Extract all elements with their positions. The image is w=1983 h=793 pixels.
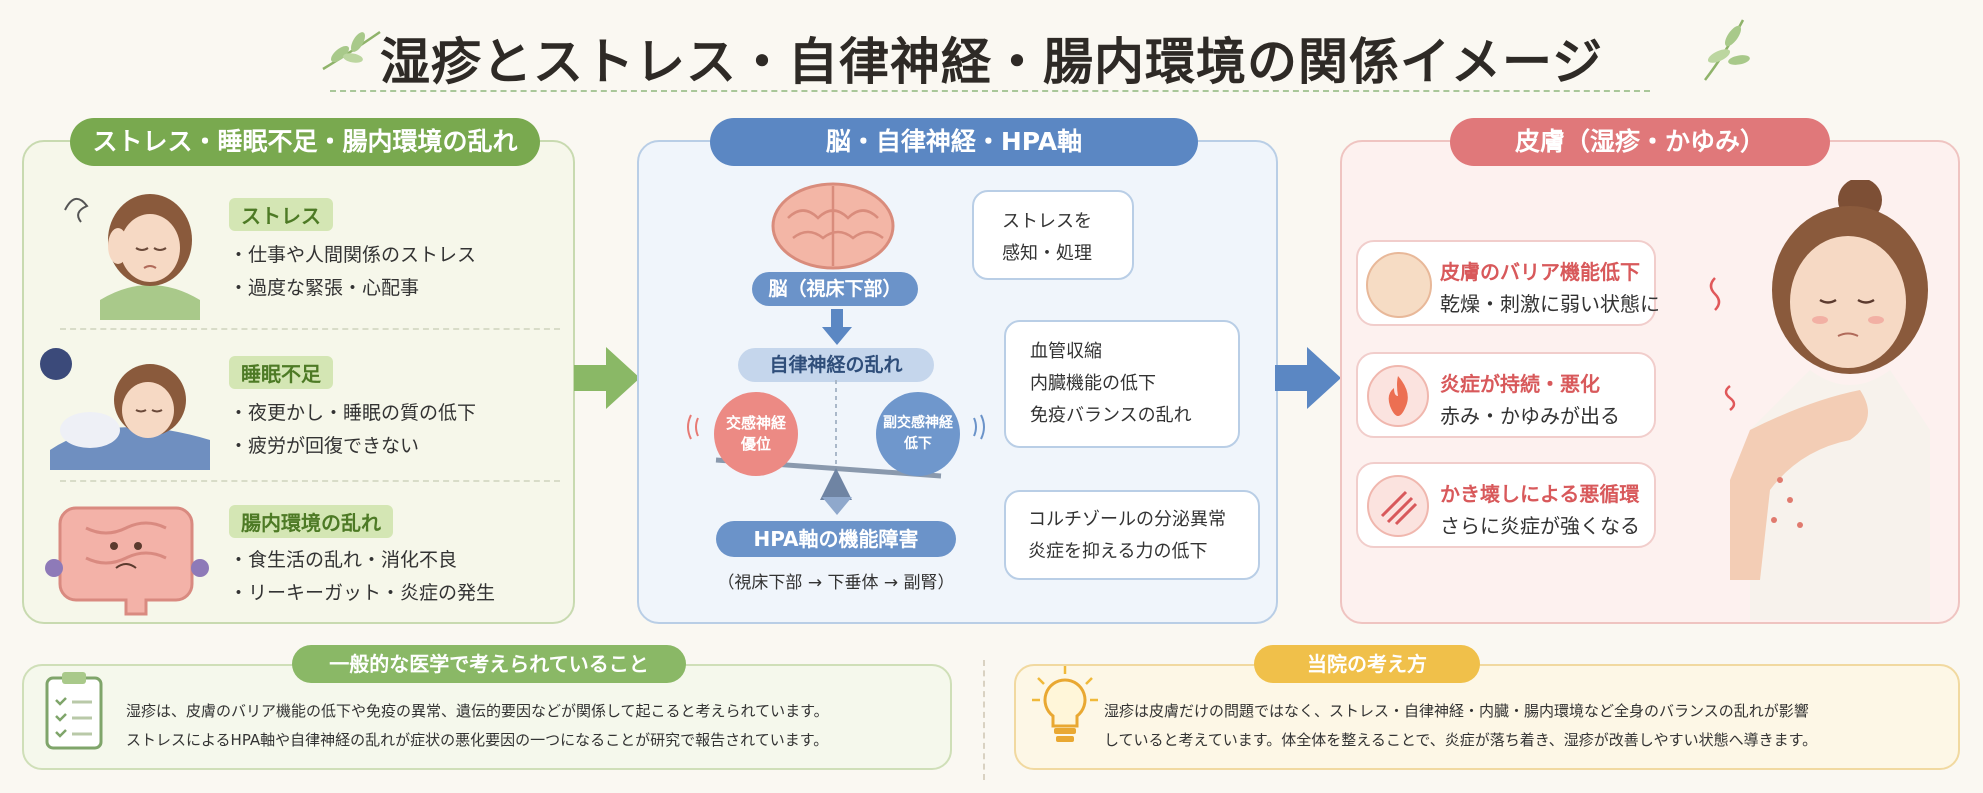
- scratch-icon: [1367, 475, 1429, 537]
- gut-bullet-2: ・リーキーガット・炎症の発生: [229, 582, 496, 604]
- arrow-down-icon: [822, 309, 852, 345]
- sleep-bullet-1: ・夜更かし・睡眠の質の低下: [229, 402, 477, 424]
- page-title: 湿疹とストレス・自律神経・腸内環境の関係イメージ: [380, 33, 1603, 91]
- general-medicine-tag: 一般的な医学で考えられていること: [292, 645, 686, 683]
- hpa-bubble-line-1: コルチゾールの分泌異常: [1028, 509, 1226, 530]
- gut-tag: 腸内環境の乱れ: [229, 505, 393, 538]
- parasympathetic-circle: 副交感神経 低下: [876, 392, 960, 476]
- autonomic-bubble: 血管収縮 内臓機能の低下 免疫バランスの乱れ: [1004, 320, 1240, 448]
- scratch-body: さらに炎症が強くなる: [1440, 514, 1640, 538]
- autonomic-bubble-line-3: 免疫バランスの乱れ: [1030, 405, 1192, 426]
- brain-panel-header: 脳・自律神経・HPA軸: [710, 118, 1198, 166]
- general-medicine-line-1: 湿疹は、皮膚のバリア機能の低下や免疫の異常、遺伝的要因などが関係して起こると考え…: [126, 702, 829, 720]
- autonomic-bubble-line-2: 内臓機能の低下: [1030, 373, 1156, 394]
- lightbulb-icon: [1032, 666, 1098, 742]
- cause-panel-header: ストレス・睡眠不足・腸内環境の乱れ: [70, 118, 540, 166]
- hpa-path: （視床下部 → 下垂体 → 副腎）: [717, 573, 955, 593]
- autonomic-bubble-line-1: 血管収縮: [1030, 341, 1102, 362]
- general-medicine-text: 湿疹は、皮膚のバリア機能の低下や免疫の異常、遺伝的要因などが関係して起こると考え…: [126, 697, 829, 755]
- clinic-view-text: 湿疹は皮膚だけの問題ではなく、ストレス・自律神経・内臓・腸内環境など全身のバラン…: [1104, 697, 1817, 755]
- stress-bullet-1: ・仕事や人間関係のストレス: [229, 244, 477, 266]
- divider: [60, 480, 560, 482]
- arrow-right-icon: [574, 347, 640, 409]
- sympathetic-line-1: 交感神経: [725, 414, 786, 432]
- brain-label: 脳（視床下部）: [752, 272, 918, 306]
- barrier-head: 皮膚のバリア機能低下: [1440, 260, 1640, 284]
- title-divider: [330, 90, 1650, 92]
- clinic-view-line-1: 湿疹は皮膚だけの問題ではなく、ストレス・自律神経・内臓・腸内環境など全身のバラン…: [1104, 702, 1809, 720]
- sympathetic-line-2: 優位: [740, 435, 771, 453]
- hpa-label: HPA軸の機能障害: [716, 521, 956, 557]
- inflammation-head: 炎症が持続・悪化: [1440, 372, 1600, 396]
- scratch-head: かき壊しによる悪循環: [1440, 482, 1640, 506]
- general-medicine-line-2: ストレスによるHPA軸や自律神経の乱れが症状の悪化要因の一つになることが研究で報…: [126, 731, 829, 749]
- gut-illustration: [45, 506, 209, 616]
- brain-bubble-line-2: 感知・処理: [1002, 243, 1092, 264]
- parasympathetic-line-1: 副交感神経: [883, 415, 953, 431]
- sleeping-woman-illustration: [40, 348, 210, 470]
- sympathetic-circle: 交感神経 優位: [714, 392, 798, 476]
- clinic-view-box: [1014, 664, 1960, 770]
- brain-bubble-line-1: ストレスを: [1002, 211, 1092, 232]
- divider: [60, 328, 560, 330]
- hpa-bubble-line-2: 炎症を抑える力の低下: [1028, 541, 1208, 562]
- inflammation-body: 赤み・かゆみが出る: [1440, 404, 1620, 428]
- arrow-right-icon: [1275, 347, 1341, 409]
- stress-bullet-2: ・過度な緊張・心配事: [229, 277, 420, 299]
- skin-panel-header: 皮膚（湿疹・かゆみ）: [1450, 118, 1830, 166]
- sleep-tag: 睡眠不足: [229, 356, 333, 389]
- clinic-view-line-2: していると考えています。体全体を整えることで、炎症が落ち着き、湿疹が改善しやすい…: [1104, 731, 1818, 749]
- stress-tag: ストレス: [229, 198, 333, 231]
- bottom-divider: [983, 660, 985, 780]
- parasympathetic-line-2: 低下: [904, 436, 932, 452]
- arrow-down-icon: [822, 497, 852, 515]
- leaf-right-icon: [1704, 19, 1750, 81]
- sleep-bullet-2: ・疲労が回復できない: [229, 435, 420, 457]
- flame-icon: [1367, 365, 1429, 427]
- gut-bullet-1: ・食生活の乱れ・消化不良: [229, 549, 458, 571]
- brain-bubble: ストレスを 感知・処理: [972, 190, 1134, 280]
- clipboard-icon: [45, 672, 103, 750]
- hpa-bubble: コルチゾールの分泌異常 炎症を抑える力の低下: [1004, 490, 1260, 580]
- stressed-woman-illustration: [64, 194, 200, 320]
- brain-icon: [771, 182, 895, 270]
- itchy-woman-illustration: [1709, 180, 1930, 620]
- dry-skin-icon: [1366, 252, 1432, 318]
- clinic-view-tag: 当院の考え方: [1254, 645, 1480, 683]
- leaf-left-icon: [322, 30, 381, 71]
- barrier-body: 乾燥・刺激に弱い状態に: [1440, 292, 1660, 316]
- autonomic-label: 自律神経の乱れ: [738, 348, 934, 382]
